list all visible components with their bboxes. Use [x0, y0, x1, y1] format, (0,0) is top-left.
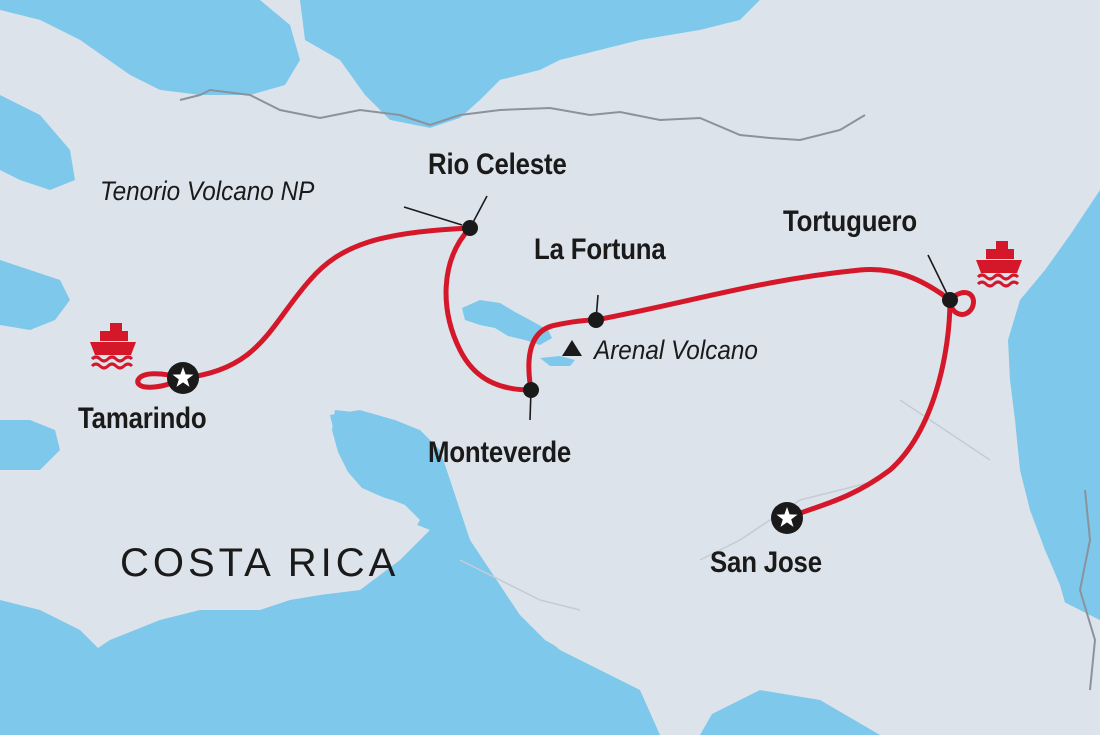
route-line — [135, 225, 976, 521]
end-star-san-jose-icon — [771, 502, 803, 534]
label-tenorio-volcano-np: Tenorio Volcano NP — [100, 176, 315, 206]
volcano-triangle-icon — [562, 340, 582, 356]
label-san-jose: San Jose — [710, 546, 822, 579]
stop-dot-rio-celeste — [462, 220, 478, 236]
label-tortuguero: Tortuguero — [783, 205, 917, 238]
inland-water — [332, 300, 575, 660]
stop-markers — [167, 220, 958, 534]
country-border — [179, 88, 866, 142]
stop-dot-monteverde — [523, 382, 539, 398]
tortuguero-leader-line — [927, 254, 951, 301]
label-country: COSTA RICA — [120, 541, 400, 585]
stop-dot-la-fortuna — [588, 312, 604, 328]
stop-dot-tortuguero — [942, 292, 958, 308]
route-loop-tortuguero — [947, 290, 976, 317]
route-monteverde-la-fortuna — [526, 317, 599, 393]
mainland — [150, 0, 1100, 720]
label-arenal-volcano: Arenal Volcano — [594, 335, 758, 365]
route-tortuguero-san-jose — [784, 297, 953, 521]
label-tamarindo: Tamarindo — [78, 402, 207, 435]
start-star-tamarindo-icon — [167, 362, 199, 394]
route-la-fortuna-tortuguero — [593, 266, 953, 323]
route-tamarindo-rio-celeste — [180, 225, 473, 381]
label-la-fortuna: La Fortuna — [534, 233, 666, 266]
label-monteverde: Monteverde — [428, 436, 572, 469]
route-loop-tamarindo — [135, 371, 186, 390]
panama-border — [1078, 489, 1097, 691]
tenorio-leader-line — [403, 206, 463, 226]
route-rio-celeste-monteverde — [443, 225, 534, 393]
label-rio-celeste: Rio Celeste — [428, 148, 567, 181]
